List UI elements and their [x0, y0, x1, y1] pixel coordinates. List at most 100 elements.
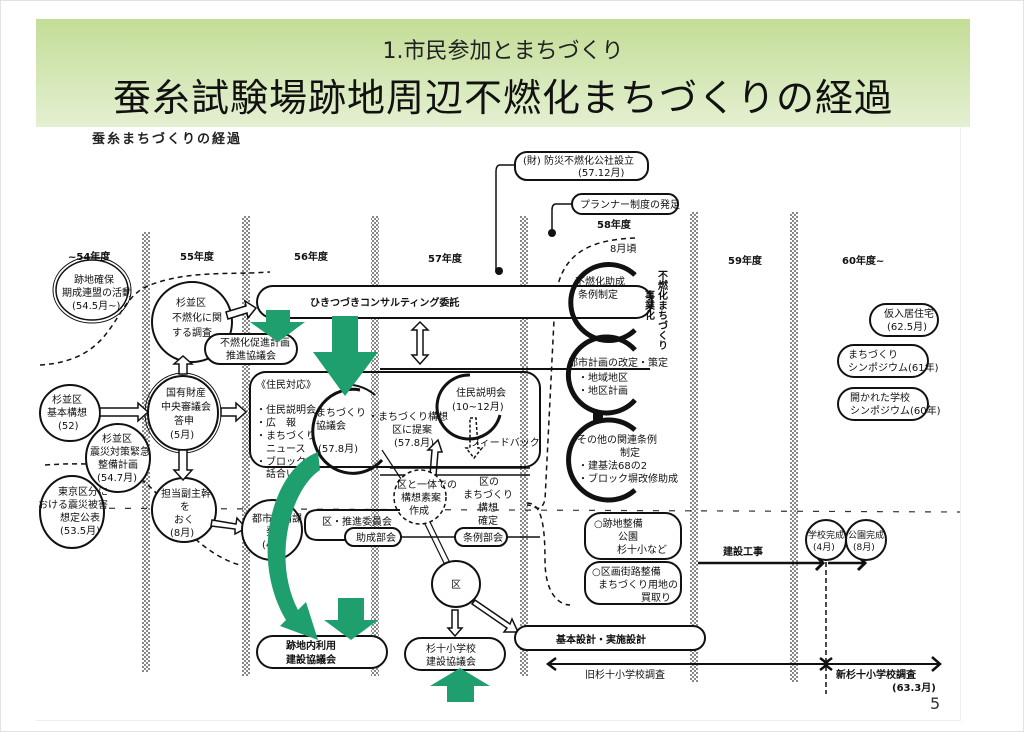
svg-text:話合い: 話合い	[256, 467, 296, 480]
svg-text:(8月): (8月)	[853, 542, 875, 553]
arrow-right	[99, 401, 150, 423]
arrow-right	[220, 401, 248, 423]
svg-text:まちづくり用地の: まちづくり用地の	[598, 578, 678, 591]
arrow-right	[210, 516, 248, 536]
year-label: 60年度~	[842, 254, 884, 267]
svg-text:構想: 構想	[478, 501, 498, 514]
svg-text:(57.12月): (57.12月)	[578, 167, 625, 179]
svg-text:跡地確保: 跡地確保	[74, 273, 114, 286]
arrow-down	[172, 449, 194, 482]
node-kari-nyukyo: 仮入居住宅 (62.5月)	[869, 303, 939, 337]
svg-text:制定: 制定	[620, 446, 640, 459]
svg-text:不燃化助成: 不燃化助成	[575, 275, 625, 288]
svg-text:都市計画の改定・策定: 都市計画の改定・策定	[568, 356, 668, 369]
svg-text:国有財産: 国有財産	[166, 386, 206, 399]
svg-text:・広 報: ・広 報	[256, 416, 296, 429]
connector-dot	[495, 267, 503, 275]
node-machizukuri-kyogikai: まちづくり 協議会 (57.8月)	[311, 383, 384, 475]
svg-text:基本設計・実施設計: 基本設計・実施設計	[555, 633, 646, 646]
node-sonota-jorei: その他の関連条例 制定 ・建基法68の2 ・ブロック塀改修助成	[566, 417, 678, 503]
node-kukaku-seibi: ○区画街路整備 まちづくり用地の 買取り	[584, 561, 682, 605]
svg-text:シンポジウム(61年): シンポジウム(61年)	[848, 361, 939, 374]
svg-text:杉十小など: 杉十小など	[617, 543, 667, 556]
year-divider	[520, 216, 528, 676]
svg-text:その他の関連条例: その他の関連条例	[577, 433, 657, 446]
arrow-right	[225, 299, 258, 320]
node-planner: プランナー制度の発足	[571, 193, 680, 215]
svg-text:(62.5月): (62.5月)	[887, 321, 927, 333]
svg-text:杉並区: 杉並区	[176, 296, 206, 309]
svg-text:建設協議会: 建設協議会	[285, 653, 336, 666]
node-chiiki-kakuho: 跡地確保 期成連盟の活動 (54.5月~)	[52, 256, 132, 324]
svg-text:確定: 確定	[478, 514, 498, 527]
svg-text:(10~12月): (10~12月)	[452, 401, 504, 413]
arrow-vertical-double	[410, 320, 430, 366]
connector-double	[424, 523, 445, 564]
highlight-arrows	[250, 310, 490, 702]
arrowhead-left	[821, 657, 833, 671]
svg-text:学校完成: 学校完成	[808, 529, 844, 541]
svg-text:まちづくり: まちづくり	[848, 349, 898, 361]
svg-text:不燃化に関: 不燃化に関	[172, 311, 222, 324]
svg-text:《住民対応》: 《住民対応》	[256, 378, 316, 391]
svg-text:想定公表: 想定公表	[60, 511, 100, 524]
svg-text:(54.5月~): (54.5月~)	[72, 300, 121, 312]
svg-text:整備計画: 整備計画	[98, 458, 138, 471]
svg-text:・まちづくり構想: ・まちづくり構想	[368, 410, 448, 423]
svg-text:杉並区: 杉並区	[102, 432, 132, 445]
year-divider	[790, 212, 798, 682]
svg-text:協議会: 協議会	[316, 419, 346, 432]
arrow-down	[446, 609, 464, 638]
svg-text:を: を	[180, 501, 190, 513]
slide-title: 蚕糸試験場跡地周辺不燃化まちづくりの経過	[112, 76, 893, 120]
connector-dot	[548, 229, 556, 237]
feedback-label: フィードバック	[470, 437, 540, 449]
year-divider	[690, 212, 698, 682]
svg-text:(4月): (4月)	[813, 542, 835, 553]
svg-text:(財) 防災不燃化公社設立: (財) 防災不燃化公社設立	[523, 154, 634, 167]
svg-text:買取り: 買取り	[641, 592, 671, 604]
node-sugi10-kyogikai: 杉十小学校 建設協議会	[404, 637, 506, 671]
svg-text:・建基法68の2: ・建基法68の2	[578, 459, 647, 472]
node-suginami-kihon: 杉並区 基本構想 (52)	[39, 384, 101, 442]
svg-text:(5月): (5月)	[170, 429, 194, 441]
chain-link	[593, 412, 603, 422]
node-atochi-kyogikai: 跡地内利用 建設協議会	[256, 635, 388, 669]
svg-text:建設協議会: 建設協議会	[426, 655, 476, 668]
svg-text:構想素案: 構想素案	[401, 491, 441, 504]
svg-text:基本構想: 基本構想	[47, 406, 87, 419]
svg-text:仮入居住宅: 仮入居住宅	[884, 307, 934, 320]
arrowhead-right	[931, 656, 942, 672]
svg-text:公園完成: 公園完成	[848, 529, 884, 541]
svg-text:期成連盟の活動: 期成連盟の活動	[62, 286, 132, 299]
svg-text:(52): (52)	[58, 421, 79, 432]
svg-text:・ブロック塀改修助成: ・ブロック塀改修助成	[578, 472, 678, 485]
svg-text:区: 区	[451, 579, 461, 591]
svg-text:東京区分に: 東京区分に	[58, 485, 108, 498]
connector-planner	[551, 203, 573, 230]
svg-text:(54.7月): (54.7月)	[97, 472, 137, 484]
svg-text:事業化: 事業化	[643, 289, 656, 321]
year-label: 58年度	[597, 218, 632, 231]
svg-text:おける震災被害: おける震災被害	[38, 498, 108, 511]
node-koen-kansei: 公園完成 (8月)	[845, 519, 887, 561]
svg-text:まちづくり: まちづくり	[316, 407, 366, 419]
svg-text:公園: 公園	[618, 531, 638, 543]
svg-text:中央審議会: 中央審議会	[161, 400, 211, 413]
svg-text:まちづくり: まちづくり	[463, 489, 513, 501]
svg-text:跡地内利用: 跡地内利用	[286, 639, 336, 652]
connector-double	[429, 521, 450, 562]
node-jumin-taio: 《住民対応》 ・住民説明会 ・広 報 ・まちづくり ニュース ・ブロック 話合い	[256, 378, 316, 480]
dashed-boundary	[526, 502, 571, 606]
svg-text:・地区計画: ・地区計画	[578, 384, 628, 397]
svg-text:(8月): (8月)	[170, 527, 194, 539]
node-toshi-keikaku: 都市計画の改定・策定 ・地域地区 ・地区計画	[565, 334, 668, 416]
year-label: 57年度	[428, 252, 463, 265]
green-curved-arrow-icon	[267, 452, 320, 640]
svg-text:開かれた学校: 開かれた学校	[850, 391, 910, 404]
svg-text:答申: 答申	[174, 414, 194, 427]
svg-text:・地域地区: ・地域地区	[578, 371, 628, 384]
node-ku: 区	[431, 560, 481, 608]
svg-text:住民説明会: 住民説明会	[456, 386, 506, 399]
